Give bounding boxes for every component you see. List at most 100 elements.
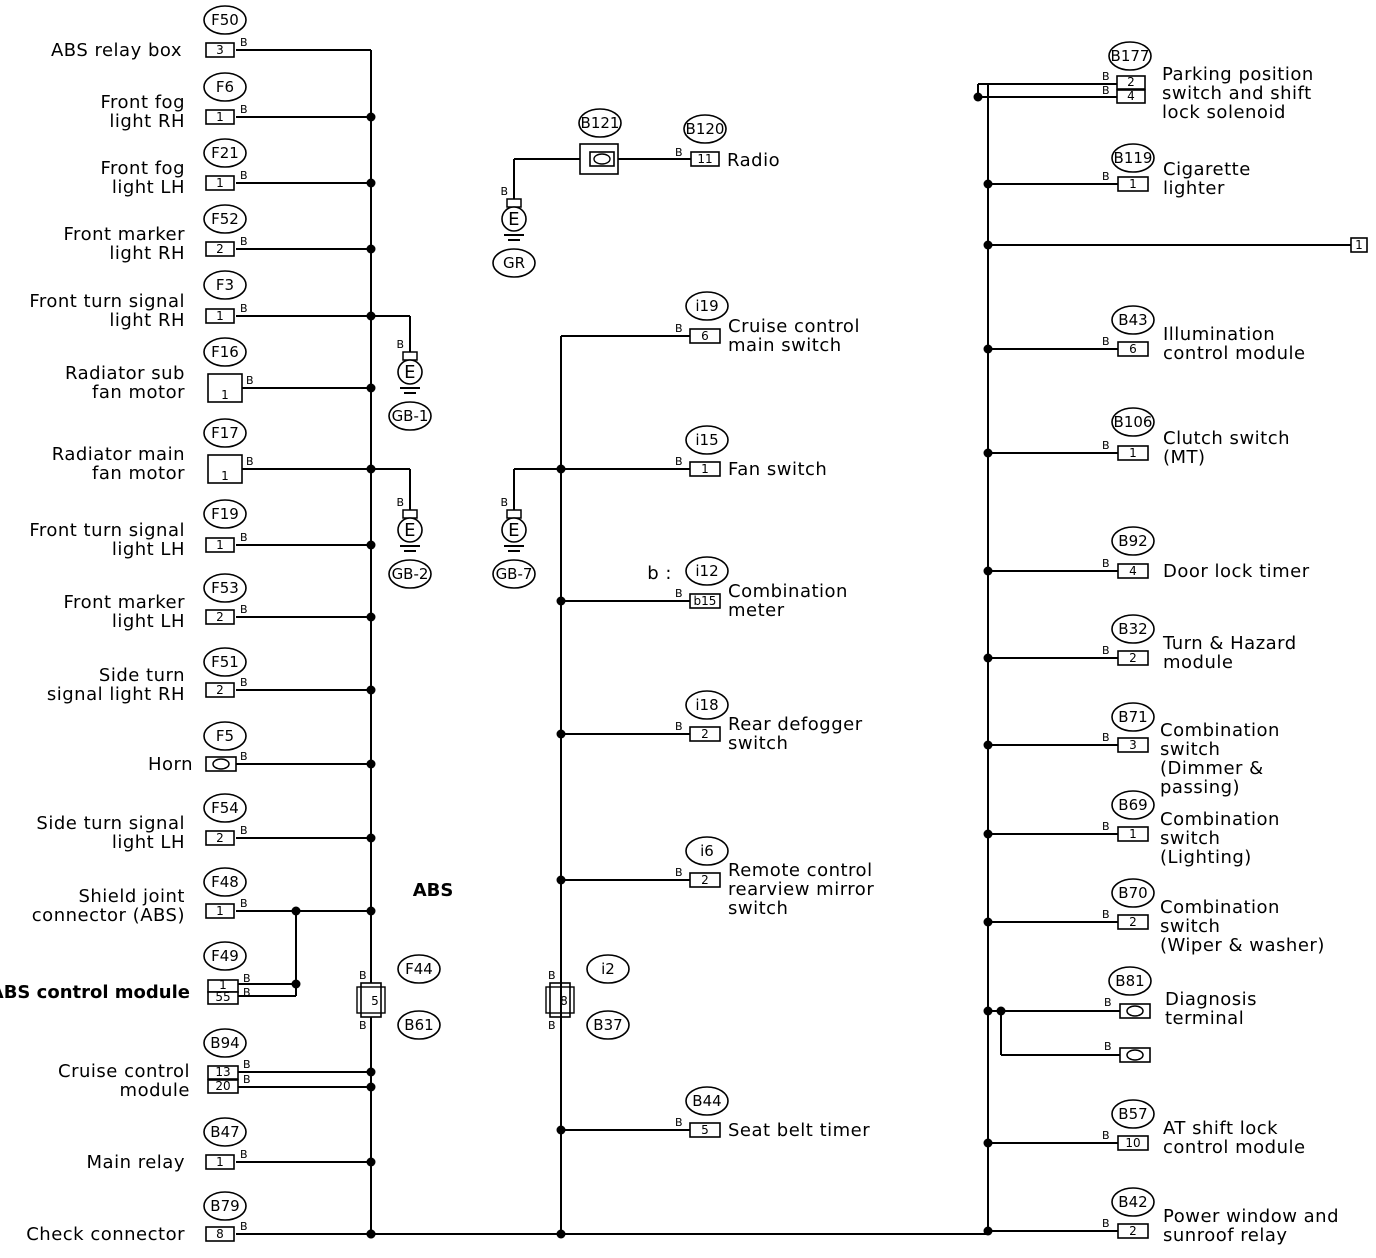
ground-name: GR <box>503 254 525 272</box>
splice-point <box>366 759 376 769</box>
connector-code: F50 <box>211 11 239 29</box>
component-label: Seat belt timer <box>728 1120 870 1141</box>
pin-number: 1 <box>219 978 227 992</box>
component-label: Front fog <box>100 158 185 179</box>
component-label: Combination <box>1160 897 1280 918</box>
wire-color-label: B <box>359 1019 367 1032</box>
pin-number: 1 <box>1355 238 1363 252</box>
ground-name-badge <box>388 401 432 431</box>
wire-color-label: B <box>240 676 248 689</box>
connector-code-badge <box>685 425 729 455</box>
component-label: light LH <box>112 539 185 560</box>
pin-number: 2 <box>1127 75 1135 89</box>
splice-point <box>983 1226 993 1236</box>
splice-point <box>983 917 993 927</box>
inline-connector <box>360 982 382 1018</box>
ground-symbol-letter: E <box>508 209 520 230</box>
pin-number: 1 <box>1129 177 1137 191</box>
pin-number: 4 <box>1129 564 1137 578</box>
component-label: Radiator main <box>52 444 185 465</box>
component-label: rearview mirror <box>728 879 874 900</box>
pin-number: 6 <box>1129 342 1137 356</box>
ground-symbol-letter: E <box>508 520 520 541</box>
pin-number: 2 <box>216 610 224 624</box>
splice-point <box>366 178 376 188</box>
connector-code-badge <box>203 721 247 751</box>
connector-code: F6 <box>216 78 234 96</box>
ground-icon <box>397 517 423 543</box>
component-label: main switch <box>728 335 842 356</box>
connector-code-badge <box>1111 614 1155 644</box>
wire-color-label: B <box>500 496 508 509</box>
component-label: Front marker <box>64 224 186 245</box>
component-label: (Lighting) <box>1160 847 1252 868</box>
wire-color-label: B <box>548 969 556 982</box>
abs-section-label: ABS <box>413 880 454 901</box>
connector-code: B70 <box>1118 884 1147 902</box>
wire-color-label: B <box>675 1116 683 1129</box>
pin-number: 2 <box>1129 651 1137 665</box>
wire-color-label: B <box>1102 335 1110 348</box>
wire-color-label: B <box>240 36 248 49</box>
wire-color-label: B <box>1102 70 1110 83</box>
pin-number: 13 <box>215 1065 230 1079</box>
splice-point <box>366 612 376 622</box>
wire-color-label: B <box>675 455 683 468</box>
wire-color-label: B <box>240 302 248 315</box>
connector-code: F54 <box>211 799 239 817</box>
splice-point <box>366 685 376 695</box>
connector-pin-box <box>1350 237 1368 253</box>
connector-pin-box <box>205 682 235 698</box>
connector-code: F53 <box>211 579 239 597</box>
connector-code: F44 <box>405 960 433 978</box>
component-label: Combination <box>728 581 848 602</box>
component-label: Cruise control <box>58 1061 190 1082</box>
wire-color-label: B <box>240 531 248 544</box>
connector-code-badge <box>203 499 247 529</box>
connector-code-badge <box>1111 1099 1155 1129</box>
connector-code-badge <box>578 108 622 138</box>
connector-pin-box <box>205 903 235 919</box>
wire-color-label: B <box>1102 170 1110 183</box>
connector-code-badge <box>685 556 729 586</box>
connector-code: B57 <box>1118 1105 1147 1123</box>
ground-terminal <box>506 509 522 519</box>
splice-point <box>366 383 376 393</box>
splice-point <box>366 1067 376 1077</box>
component-label: Radio <box>727 150 780 171</box>
connector-code-badge <box>1111 1187 1155 1217</box>
pin-number: b15 <box>694 594 717 608</box>
component-label: lighter <box>1163 178 1225 199</box>
wire-color-label: B <box>1102 1217 1110 1230</box>
connector-code: B94 <box>210 1034 239 1052</box>
connector-code: F3 <box>216 276 234 294</box>
pin-number: 1 <box>216 904 224 918</box>
component-label: Clutch switch <box>1163 428 1290 449</box>
prefix-label: b : <box>647 563 672 584</box>
connector-code-badge <box>1111 790 1155 820</box>
splice-point <box>366 1082 376 1092</box>
connector-pin-box <box>205 42 235 58</box>
component-label: light RH <box>109 111 185 132</box>
component-label: module <box>120 1080 190 1101</box>
connector-pin-box <box>205 109 235 125</box>
wire-color-label: B <box>1104 996 1112 1009</box>
ground-name-badge <box>492 559 536 589</box>
wire-color-label: B <box>675 146 683 159</box>
connector-code-badge <box>1111 143 1155 173</box>
wire-color-label: B <box>1102 644 1110 657</box>
connector-code-badge <box>203 1191 247 1221</box>
wire-color-label: B <box>1102 908 1110 921</box>
connector-code: i19 <box>695 297 718 315</box>
splice-point <box>983 566 993 576</box>
component-label: light LH <box>112 611 185 632</box>
connector-code-badge <box>203 1028 247 1058</box>
connector-code-badge <box>203 204 247 234</box>
connector-code: B44 <box>692 1092 721 1110</box>
ground-terminal <box>402 509 418 519</box>
wire-color-label: B <box>675 322 683 335</box>
wire-color-label: B <box>240 1220 248 1233</box>
pin-number: 2 <box>1129 1224 1137 1238</box>
pin-number: 8 <box>560 994 568 1008</box>
connector-code: B119 <box>1114 149 1153 167</box>
